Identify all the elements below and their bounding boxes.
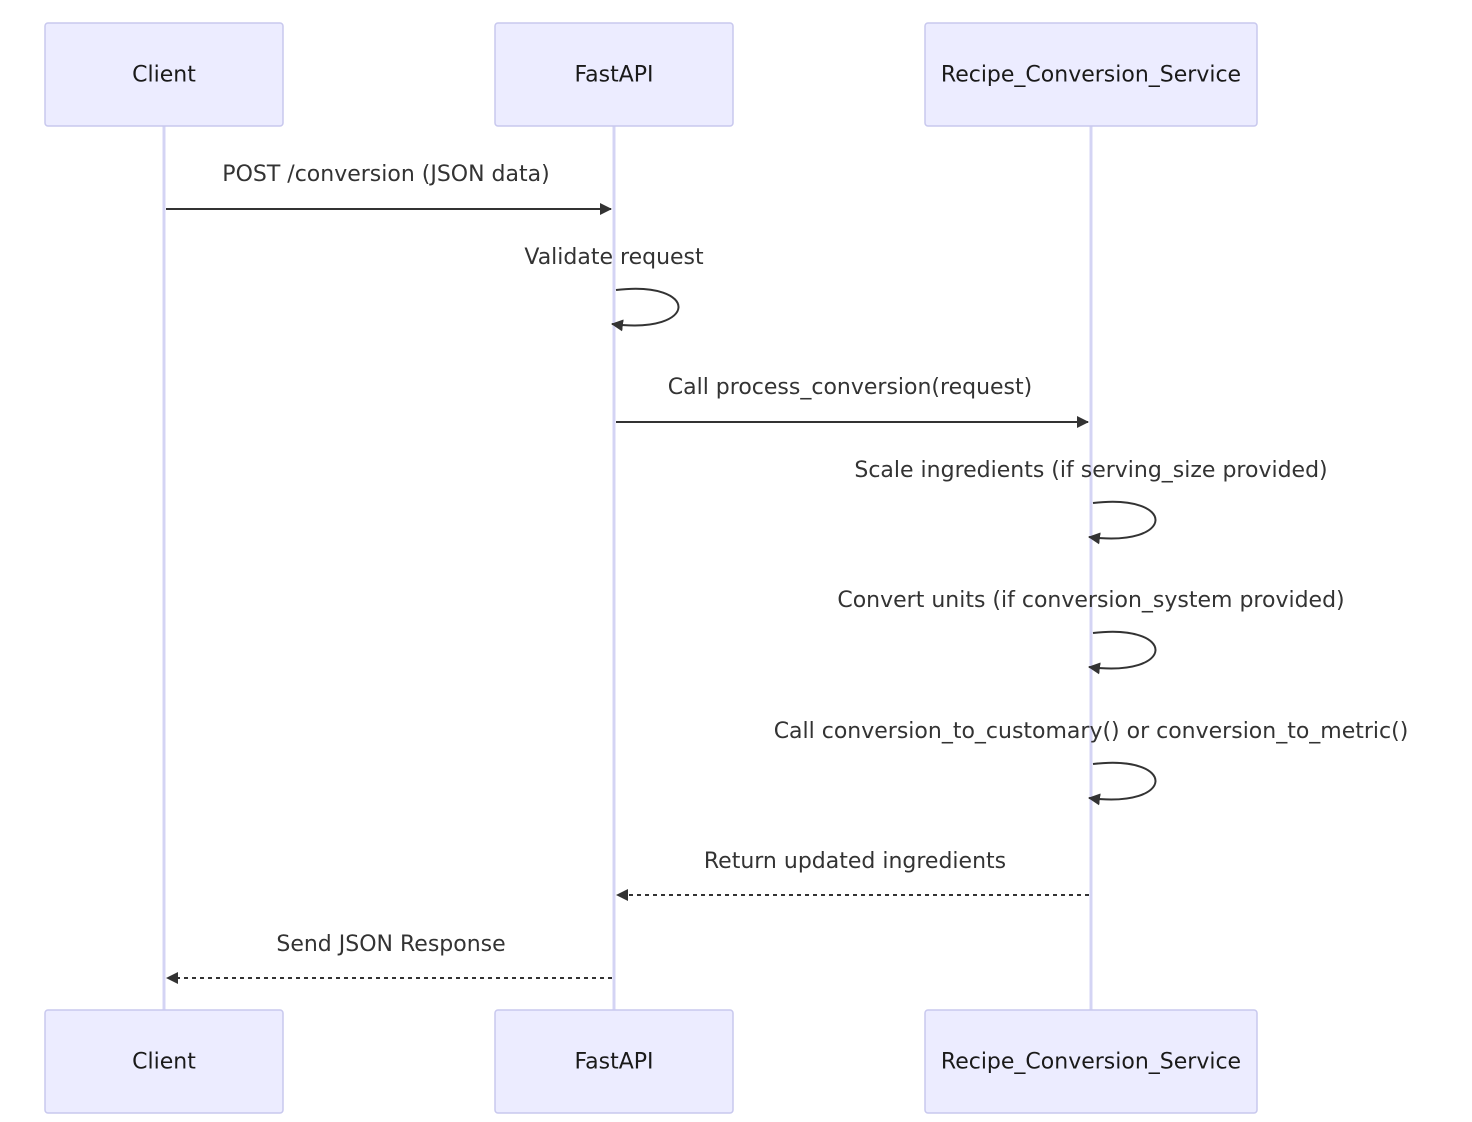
actor-label: Client [132,1050,196,1075]
actor-box [924,1009,1258,1114]
message-arrow [611,287,680,332]
actor-box [924,22,1258,127]
message-label: Send JSON Response [276,932,505,957]
message-call-conversion-functions: Call conversion_to_customary() or conver… [774,719,1409,806]
actor-label: Client [132,63,196,88]
message-label: POST /conversion (JSON data) [222,162,549,187]
message-validate-request: Validate request [524,245,704,332]
actor-fastapi-bottom: FastAPI [494,1009,734,1114]
actor-box [44,22,284,127]
message-post-conversion: POST /conversion (JSON data) [166,162,612,215]
message-label: Call conversion_to_customary() or conver… [774,719,1409,744]
actor-label: FastAPI [574,63,653,88]
message-label: Return updated ingredients [704,849,1006,874]
message-return-ingredients: Return updated ingredients [616,849,1089,901]
actor-service-bottom: Recipe_Conversion_Service [924,1009,1258,1114]
message-label: Convert units (if conversion_system prov… [837,588,1344,613]
message-arrow [1088,630,1157,675]
actor-service-top: Recipe_Conversion_Service [924,22,1258,127]
message-send-json-response: Send JSON Response [166,932,612,984]
messages: POST /conversion (JSON data) Validate re… [166,162,1409,984]
message-label: Scale ingredients (if serving_size provi… [854,458,1327,483]
message-arrow [1088,761,1157,806]
actor-box [494,1009,734,1114]
message-label: Validate request [524,245,704,270]
message-scale-ingredients: Scale ingredients (if serving_size provi… [854,458,1328,545]
actor-box [44,1009,284,1114]
message-arrow [1088,500,1157,545]
actor-box [494,22,734,127]
actor-client-bottom: Client [44,1009,284,1114]
actor-label: Recipe_Conversion_Service [941,1050,1241,1075]
actors-bottom: Client FastAPI Recipe_Conversion_Service [44,1009,1258,1114]
actor-fastapi-top: FastAPI [494,22,734,127]
message-label: Call process_conversion(request) [668,375,1032,400]
message-convert-units: Convert units (if conversion_system prov… [837,588,1345,675]
actor-label: FastAPI [574,1050,653,1075]
actor-label: Recipe_Conversion_Service [941,63,1241,88]
message-call-process-conversion: Call process_conversion(request) [616,375,1089,428]
lifelines [162,126,1093,1010]
actors-top: Client FastAPI Recipe_Conversion_Service [44,22,1258,127]
actor-client-top: Client [44,22,284,127]
